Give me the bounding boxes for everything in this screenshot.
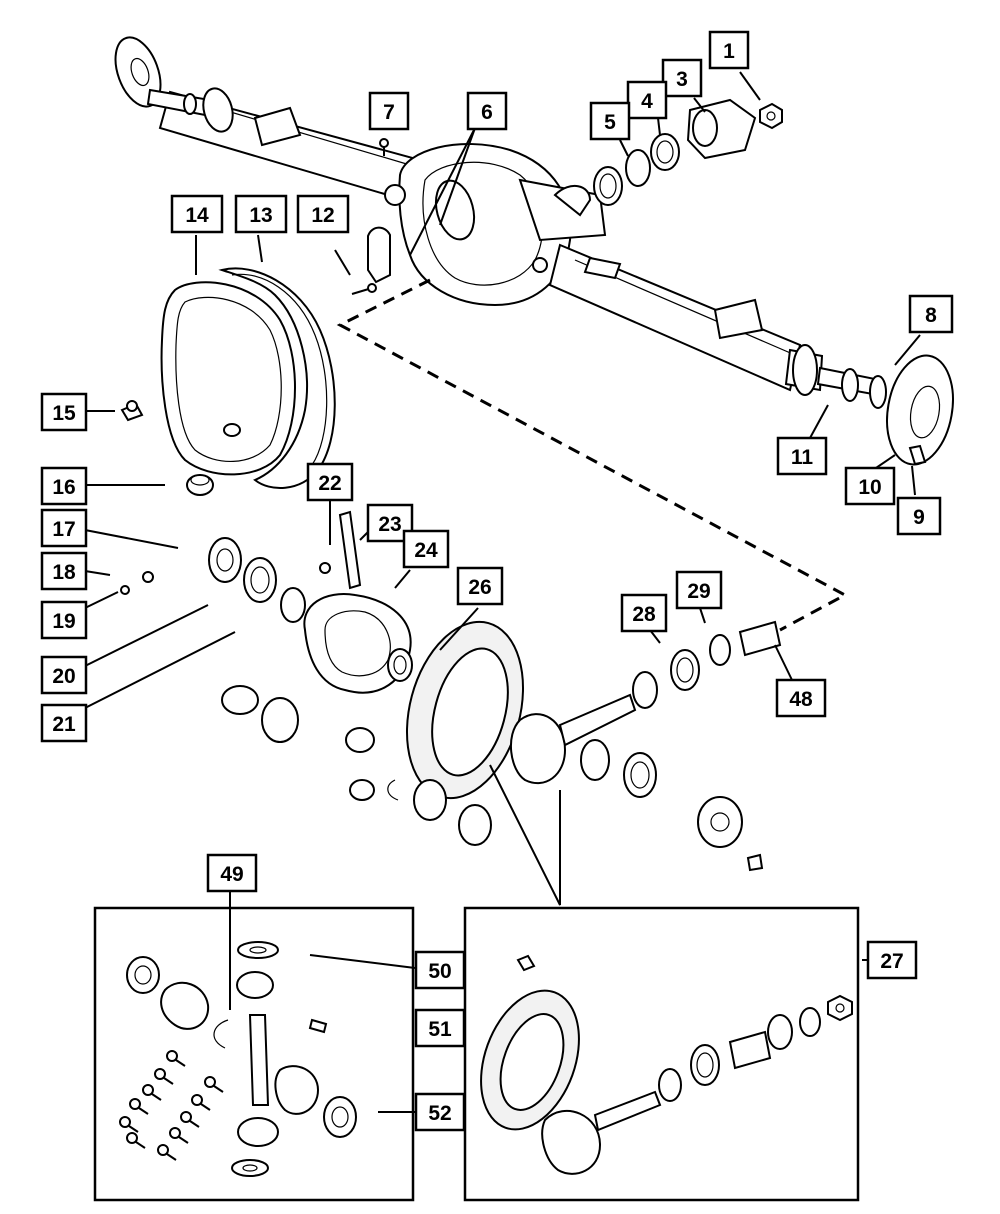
- callout-17: 17: [40, 508, 88, 548]
- svg-text:15: 15: [52, 402, 76, 425]
- svg-text:12: 12: [311, 204, 334, 227]
- pinion-bearing: [625, 149, 651, 187]
- svg-text:14: 14: [185, 204, 209, 227]
- assembly-guide-line: [336, 278, 849, 632]
- right-axle-shaft-flange: [784, 344, 954, 466]
- spider-gears: [221, 685, 492, 846]
- svg-text:26: 26: [468, 576, 491, 599]
- small-bolts-left: [120, 571, 154, 595]
- differential-cover: [160, 281, 296, 476]
- fill-plug: [186, 474, 214, 496]
- svg-text:22: 22: [318, 472, 341, 495]
- svg-text:6: 6: [481, 101, 493, 124]
- left-axle-shaft-flange: [114, 36, 234, 133]
- gear-set-parts: [480, 954, 853, 1175]
- ring-gear-bolts: [119, 1050, 224, 1161]
- axle-housing: [114, 36, 954, 466]
- callout-50: 50: [414, 950, 466, 990]
- inset-leader-lines: [489, 764, 561, 906]
- callout-51: 51: [414, 1008, 466, 1048]
- svg-text:1: 1: [723, 40, 735, 63]
- cover-bolt: [351, 283, 377, 295]
- pinion-nut: [759, 102, 783, 130]
- cap-bolt: [379, 138, 389, 156]
- svg-text:28: 28: [632, 603, 656, 626]
- svg-text:5: 5: [604, 111, 616, 134]
- svg-text:24: 24: [414, 539, 438, 562]
- callout-22: 22: [306, 462, 354, 502]
- cover-gasket: [218, 267, 336, 490]
- callout-24: 24: [402, 529, 450, 569]
- callout-20: 20: [40, 655, 88, 695]
- differential-case: [303, 593, 413, 694]
- svg-text:21: 21: [52, 713, 76, 736]
- pinion-seal: [650, 133, 680, 171]
- pinion-gear: [509, 693, 637, 785]
- svg-text:4: 4: [641, 90, 653, 113]
- callout-8: 8: [908, 294, 954, 334]
- svg-text:27: 27: [880, 950, 903, 973]
- carrier-housing: [384, 143, 607, 307]
- callout-18: 18: [40, 551, 88, 591]
- svg-text:19: 19: [52, 610, 75, 633]
- svg-text:51: 51: [428, 1018, 452, 1041]
- callout-6: 6: [466, 91, 508, 131]
- svg-text:20: 20: [52, 665, 75, 688]
- svg-text:3: 3: [676, 68, 688, 91]
- svg-text:10: 10: [858, 476, 881, 499]
- lock-bolt: [319, 562, 331, 574]
- callout-19: 19: [40, 600, 88, 640]
- pinion-bearings-lower: [580, 739, 657, 798]
- callout-14: 14: [170, 194, 224, 234]
- svg-text:23: 23: [378, 513, 401, 536]
- callout-48: 48: [775, 678, 827, 718]
- callout-26: 26: [456, 566, 504, 606]
- callout-27: 27: [866, 940, 918, 980]
- svg-text:52: 52: [428, 1102, 451, 1125]
- callout-28: 28: [620, 593, 668, 633]
- callout-10: 10: [844, 466, 896, 506]
- side-bearing-left: [208, 537, 306, 623]
- svg-text:16: 16: [52, 476, 75, 499]
- svg-text:11: 11: [791, 446, 814, 469]
- callout-13: 13: [234, 194, 288, 234]
- svg-text:8: 8: [925, 304, 937, 327]
- callout-15: 15: [40, 392, 88, 432]
- drive-flange: [697, 796, 764, 872]
- svg-text:7: 7: [383, 101, 395, 124]
- svg-text:18: 18: [52, 561, 76, 584]
- callout-9: 9: [896, 496, 942, 536]
- svg-text:50: 50: [428, 960, 451, 983]
- callout-11: 11: [776, 436, 828, 476]
- callout-21: 21: [40, 703, 88, 743]
- callout-52: 52: [414, 1092, 466, 1132]
- pinion-race: [593, 166, 623, 206]
- svg-text:29: 29: [687, 580, 710, 603]
- ring-gear: [405, 620, 525, 800]
- bearing-cap: [367, 226, 391, 284]
- callout-1: 1: [708, 30, 750, 70]
- callout-7: 7: [368, 91, 410, 131]
- svg-text:17: 17: [52, 518, 75, 541]
- cross-pin: [338, 510, 362, 590]
- callout-12: 12: [296, 194, 350, 234]
- callout-4: 4: [626, 80, 668, 120]
- callout-49: 49: [206, 853, 258, 893]
- differential-kit-parts: [119, 941, 357, 1177]
- pinion-yoke-group: [593, 98, 783, 206]
- callout-leaders: [84, 71, 921, 1113]
- pinion-bearings-right: [632, 620, 782, 709]
- callout-5: 5: [589, 101, 631, 141]
- vent-fitting: [120, 400, 144, 422]
- svg-text:49: 49: [220, 863, 243, 886]
- svg-text:9: 9: [913, 506, 925, 529]
- callout-3: 3: [661, 58, 703, 98]
- callout-16: 16: [40, 466, 88, 506]
- svg-text:13: 13: [249, 204, 272, 227]
- svg-text:48: 48: [789, 688, 813, 711]
- callout-29: 29: [675, 570, 723, 610]
